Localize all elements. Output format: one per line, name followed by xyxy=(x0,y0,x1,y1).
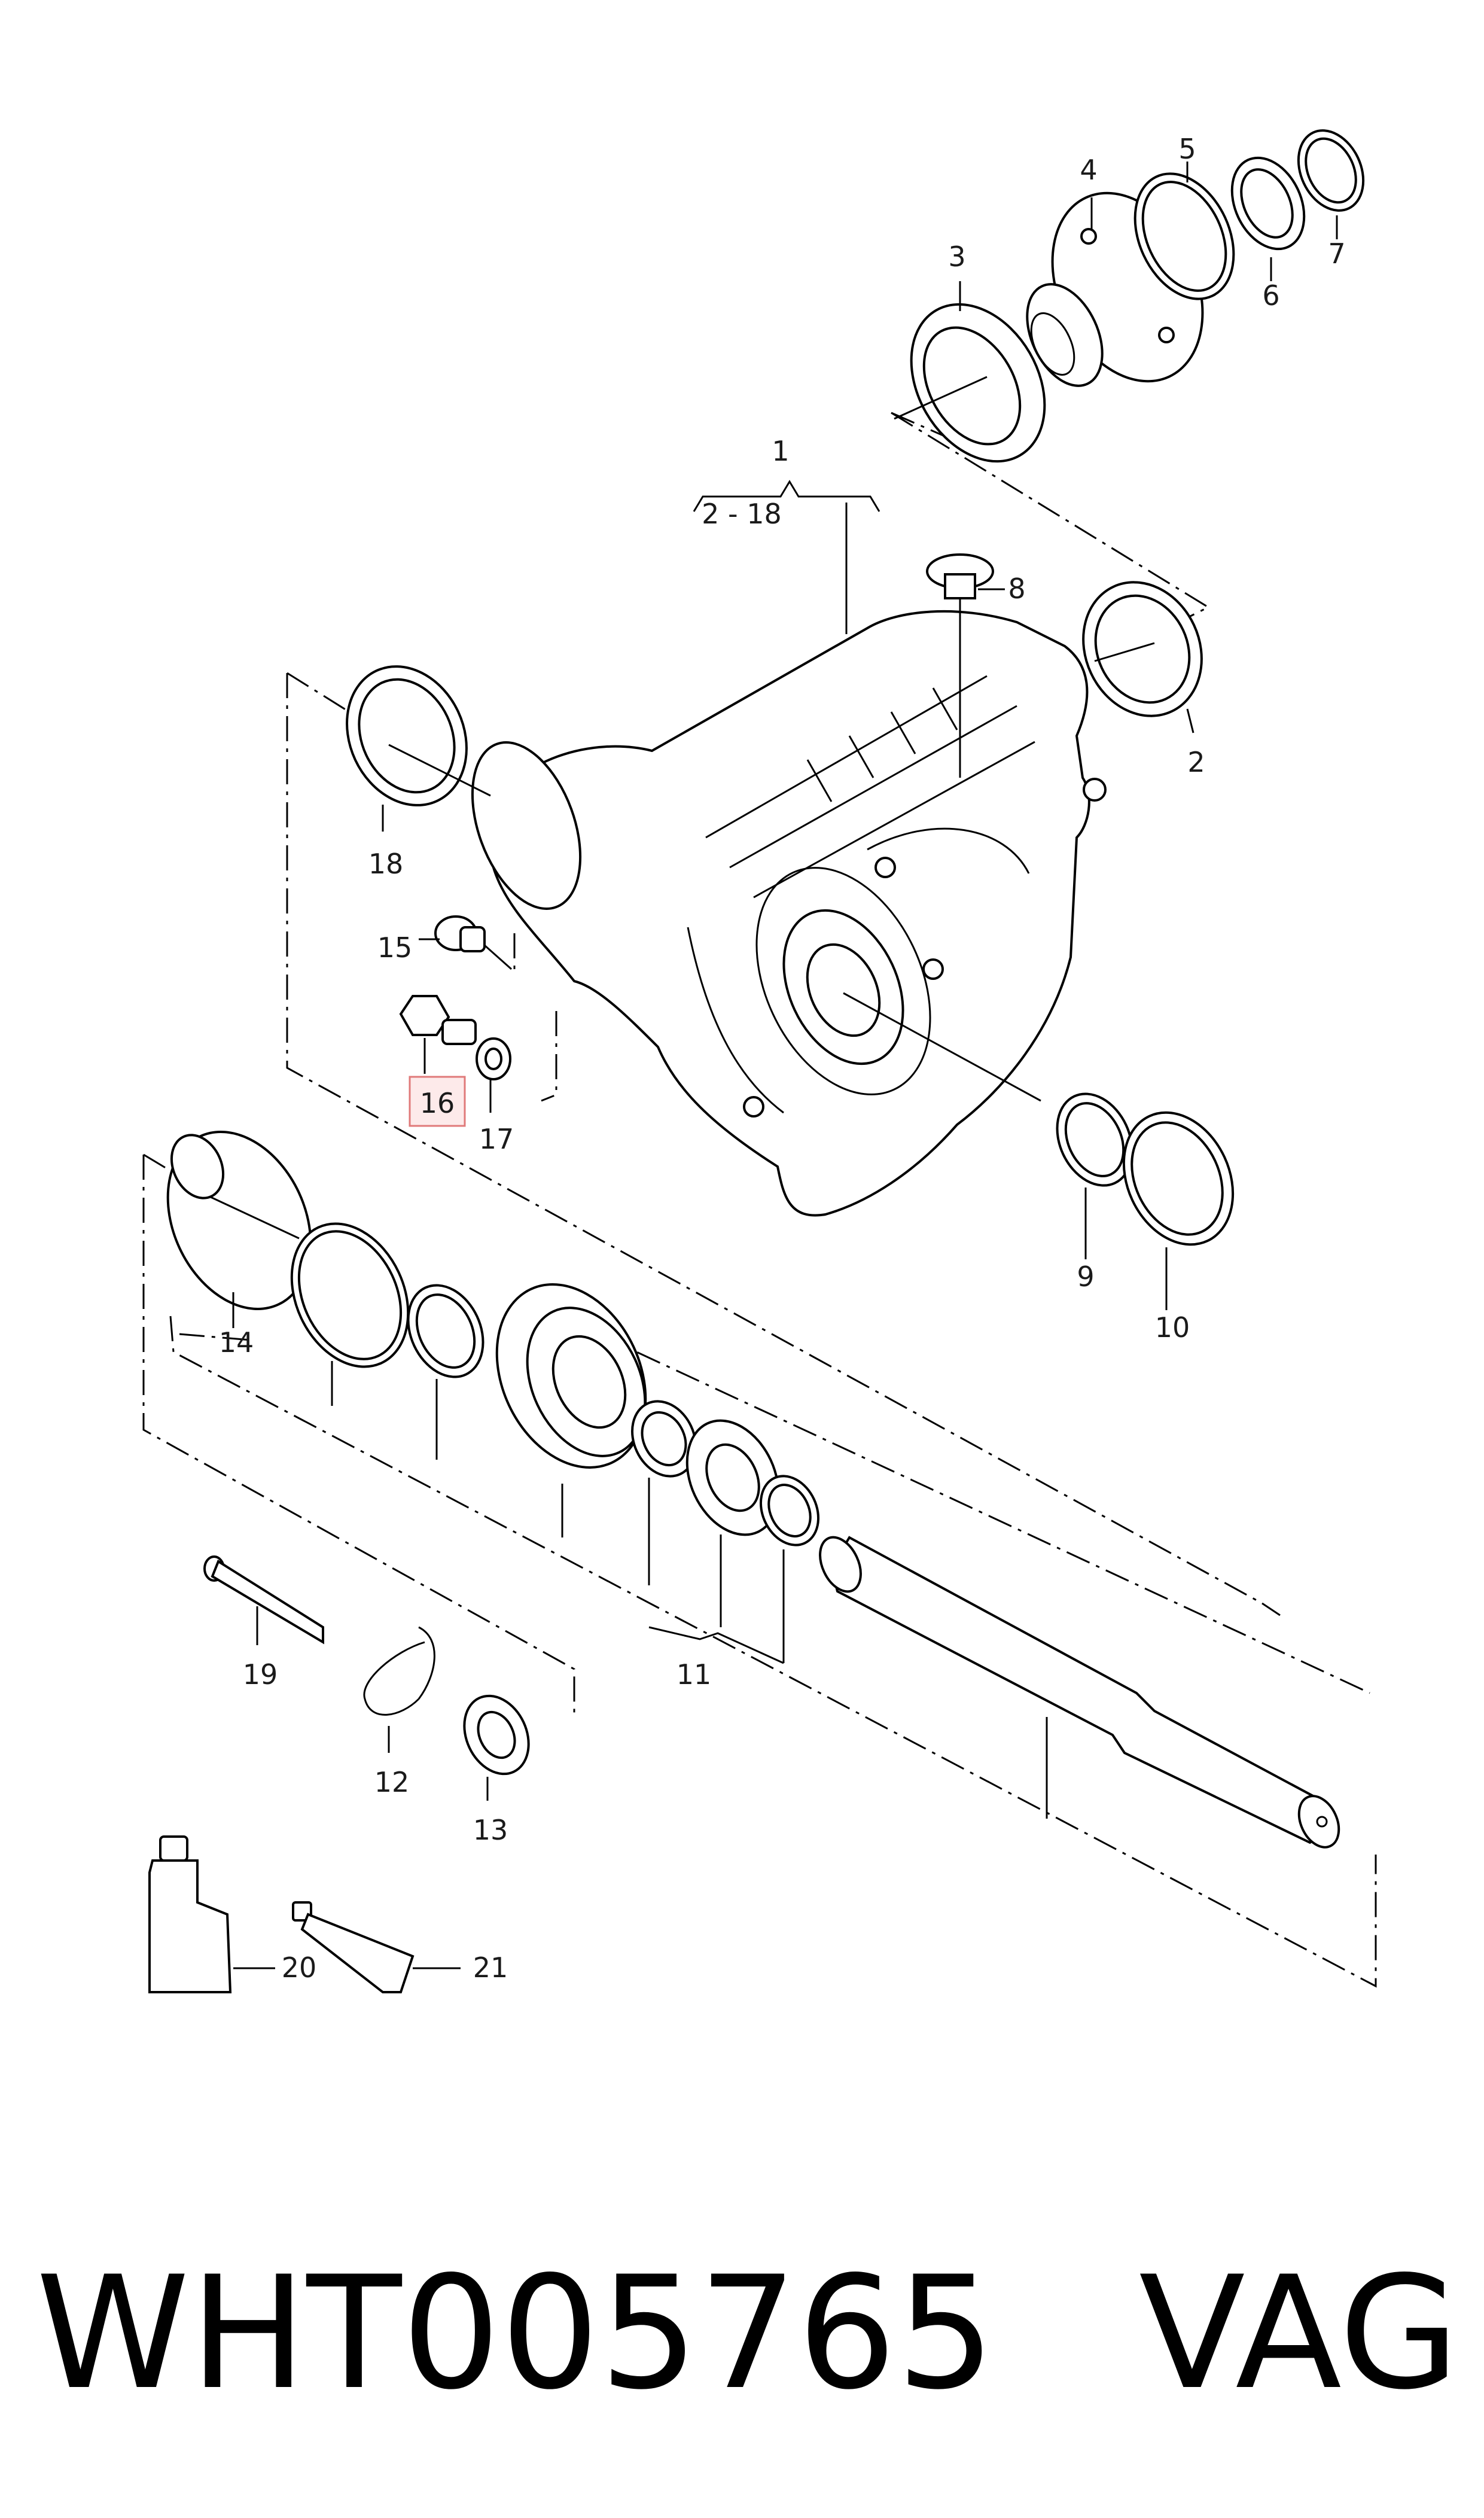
callout-13: 13 xyxy=(473,1814,508,1846)
callout-1-range xyxy=(693,480,880,634)
callout-2: 2 xyxy=(1187,746,1205,778)
callout-4: 4 xyxy=(1080,154,1097,186)
part-8-cap xyxy=(926,553,1005,778)
part-5-o-ring xyxy=(1133,162,1235,300)
part-number: WHT005765 xyxy=(36,2243,995,2424)
part-10-seal xyxy=(1122,1111,1235,1310)
part-2-seal xyxy=(1082,581,1203,733)
callout-1-range-text: 2 - 18 xyxy=(702,498,782,530)
part-9-ring xyxy=(1056,1092,1133,1259)
callout-12: 12 xyxy=(374,1766,410,1798)
part-11-shaft-assembly xyxy=(290,1222,1340,1849)
callout-10: 10 xyxy=(1155,1311,1190,1344)
callout-7: 7 xyxy=(1328,238,1345,270)
part-1-final-drive-housing xyxy=(471,610,1107,1217)
part-17-washer xyxy=(476,1037,511,1113)
assembly-boundary-lines xyxy=(142,412,1377,1988)
part-19-bolt xyxy=(203,1555,324,1645)
part-7-circlip xyxy=(1297,129,1365,239)
callout-19: 19 xyxy=(243,1658,278,1691)
part-16-drain-plug xyxy=(399,995,477,1074)
callout-21: 21 xyxy=(473,1951,508,1984)
callout-16-highlight xyxy=(409,1076,466,1127)
part-18-seal xyxy=(346,665,491,832)
callout-14: 14 xyxy=(219,1326,254,1359)
part-12-circlip xyxy=(363,1626,435,1753)
part-14-cover xyxy=(166,1131,312,1328)
callout-labels: 1 2 - 18 2 3 4 5 6 7 8 9 10 11 12 13 14 … xyxy=(219,133,1346,1984)
callout-8: 8 xyxy=(1008,573,1025,605)
callout-9: 9 xyxy=(1077,1260,1094,1293)
part-6-washer xyxy=(1230,156,1306,281)
brand-name: VAG xyxy=(1139,2243,1459,2424)
callout-15: 15 xyxy=(377,931,413,964)
callout-5: 5 xyxy=(1178,133,1196,165)
part-15-plug xyxy=(419,915,512,970)
part-3-seal xyxy=(894,281,1046,463)
callout-17: 17 xyxy=(479,1123,514,1155)
part-13-washer xyxy=(463,1694,530,1801)
callout-18: 18 xyxy=(368,848,404,880)
footer: WHT005765 VAG xyxy=(36,2243,1459,2424)
callout-16: 16 xyxy=(420,1087,455,1119)
part-20-oil-bottle xyxy=(148,1835,275,1993)
callout-1: 1 xyxy=(772,435,789,467)
callout-3: 3 xyxy=(948,240,965,273)
part-21-grease-tube xyxy=(292,1901,461,1993)
callout-20: 20 xyxy=(282,1951,317,1984)
callout-6: 6 xyxy=(1262,279,1279,312)
callout-11: 11 xyxy=(677,1658,712,1691)
